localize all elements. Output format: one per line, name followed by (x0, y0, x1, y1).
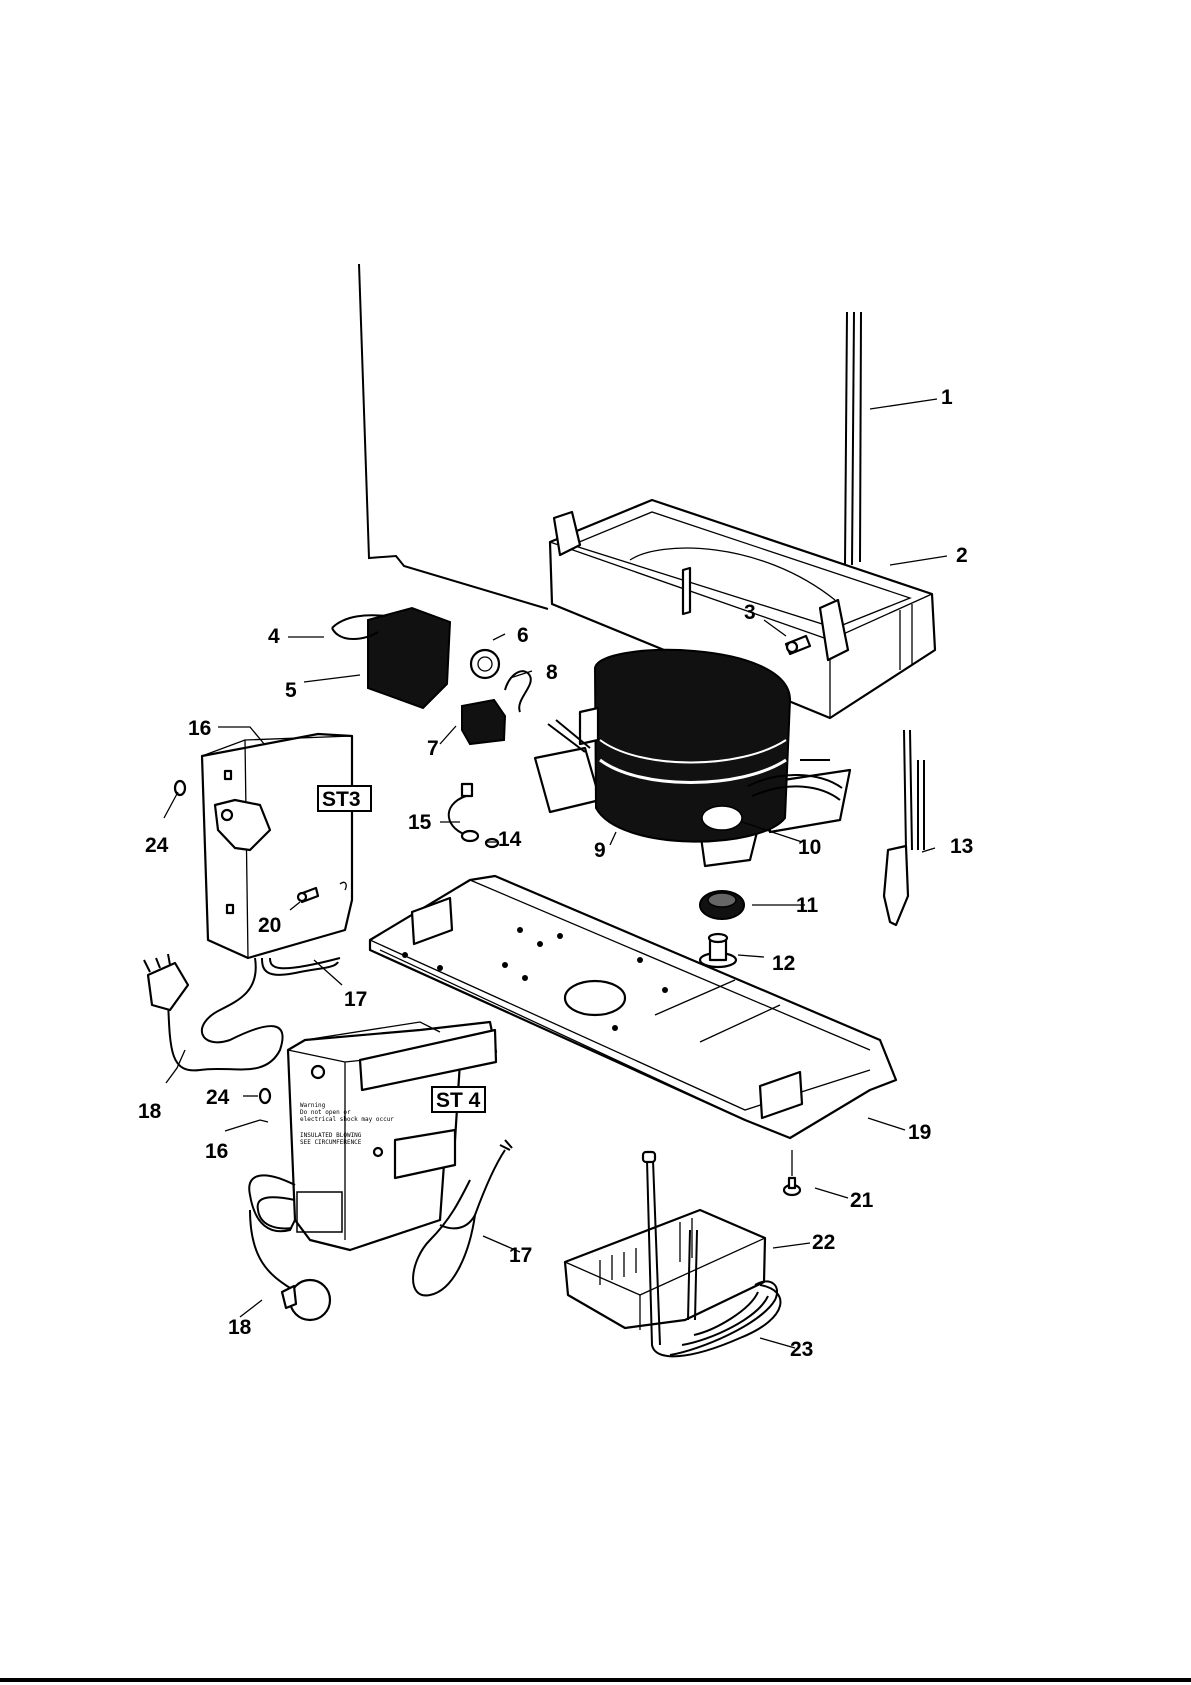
label-3: 3 (744, 601, 756, 624)
thermostat-box-st4: Warning Do not open or electrical shock … (288, 1022, 496, 1250)
variant-st4-label: ST 4 (436, 1089, 481, 1112)
washer-24a (175, 781, 185, 795)
label-16-st4: 16 (205, 1140, 228, 1163)
label-24-st4: 24 (206, 1086, 230, 1109)
label-19: 19 (908, 1121, 931, 1144)
label-1: 1 (941, 386, 953, 409)
label-17-st3: 17 (344, 988, 367, 1011)
label-15: 15 (408, 811, 432, 834)
label-20: 20 (258, 914, 281, 937)
screw-21 (784, 1150, 800, 1195)
svg-text:SEE CIRCUMFERENCE: SEE CIRCUMFERENCE (300, 1139, 362, 1146)
label-18-st4: 18 (228, 1316, 252, 1339)
label-4: 4 (268, 625, 280, 648)
label-18-st3: 18 (138, 1100, 162, 1123)
svg-text:INSULATED BLOWING: INSULATED BLOWING (300, 1132, 362, 1139)
filter-drier (884, 730, 924, 925)
label-7: 7 (427, 737, 439, 760)
label-8: 8 (546, 661, 558, 684)
label-5: 5 (285, 679, 297, 702)
variant-st4-badge: ST 4 (432, 1087, 485, 1112)
svg-text:electrical shock may occur: electrical shock may occur (300, 1116, 394, 1123)
label-22: 22 (812, 1231, 835, 1254)
overload-protector (471, 650, 499, 678)
label-12: 12 (772, 952, 795, 975)
spring-clip (505, 671, 531, 712)
label-21: 21 (850, 1189, 874, 1212)
svg-text:Do not open or: Do not open or (300, 1109, 351, 1116)
label-6: 6 (517, 624, 529, 647)
rubber-grommet (700, 891, 744, 919)
label-23: 23 (790, 1338, 813, 1361)
variant-st3-label: ST3 (322, 788, 361, 811)
earth-screw (449, 784, 498, 847)
washer-24b (260, 1089, 270, 1103)
label-14: 14 (498, 828, 522, 851)
drip-tray (565, 1210, 765, 1330)
label-17-st4: 17 (509, 1244, 532, 1267)
svg-text:Warning: Warning (300, 1102, 326, 1109)
label-2: 2 (956, 544, 968, 567)
label-13: 13 (950, 835, 973, 858)
terminal-cover (332, 608, 450, 708)
label-9: 9 (594, 839, 606, 862)
label-24-st3: 24 (145, 834, 169, 857)
label-11: 11 (796, 894, 819, 917)
label-16-st3: 16 (188, 717, 211, 740)
label-10: 10 (798, 836, 821, 859)
start-relay (462, 700, 505, 744)
variant-st3-badge: ST3 (318, 786, 371, 811)
mounting-sleeve (700, 934, 736, 967)
